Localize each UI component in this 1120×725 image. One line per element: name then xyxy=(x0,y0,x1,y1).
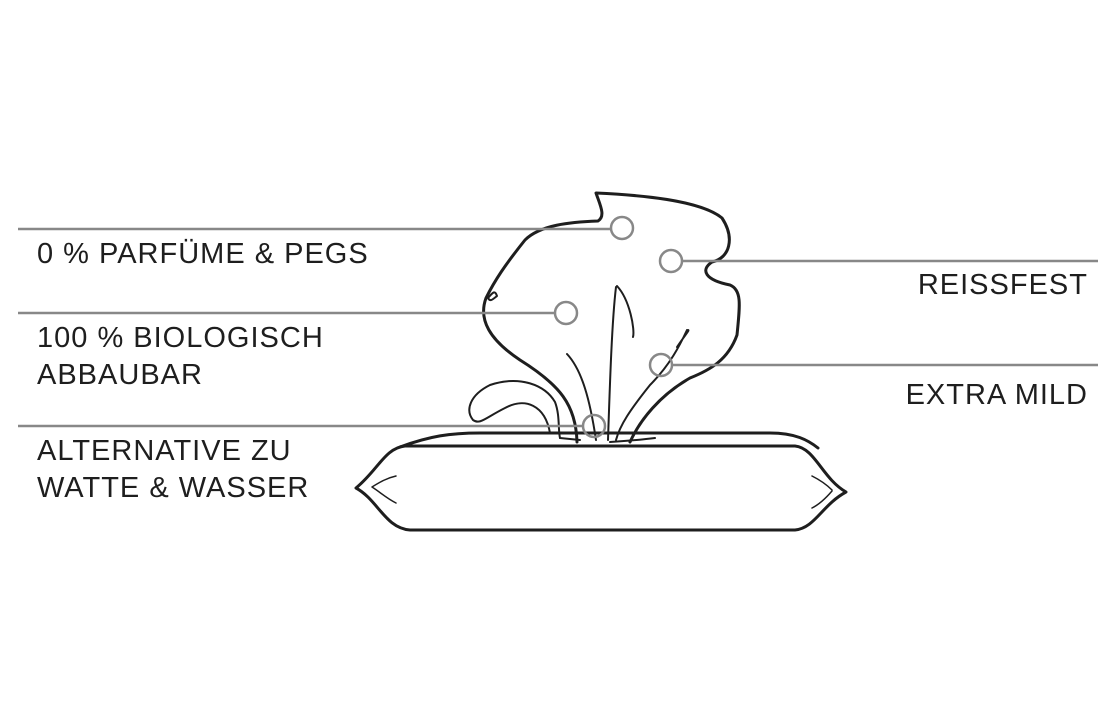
label-line: REISSFEST xyxy=(917,269,1088,301)
callouts xyxy=(18,215,1098,439)
feature-alternative-label: ALTERNATIVE ZU WATTE & WASSER xyxy=(37,433,309,507)
label-line: WATTE & WASSER xyxy=(37,472,310,504)
callout-dot-biologisch xyxy=(553,300,579,326)
wet-wipe xyxy=(482,191,741,444)
label-line: 0 % PARFÜME & PEGS xyxy=(37,238,369,270)
callout-dot-extra-mild xyxy=(648,352,674,378)
callout-dot-alternative xyxy=(581,413,607,439)
callout-dot-parfume xyxy=(609,215,635,241)
feature-reissfest-label: REISSFEST xyxy=(918,267,1088,304)
wipes-package xyxy=(398,431,820,450)
label-line: EXTRA MILD xyxy=(905,379,1088,411)
label-line: 100 % BIOLOGISCH xyxy=(37,322,324,354)
feature-extra-mild-label: EXTRA MILD xyxy=(906,377,1088,414)
label-line: ALTERNATIVE ZU xyxy=(37,435,292,467)
label-line: ABBAUBAR xyxy=(37,359,203,391)
callout-dot-reissfest xyxy=(658,248,684,274)
feature-parfume-label: 0 % PARFÜME & PEGS xyxy=(37,236,369,273)
feature-biologisch-label: 100 % BIOLOGISCH ABBAUBAR xyxy=(37,320,324,394)
package-body xyxy=(354,444,848,532)
